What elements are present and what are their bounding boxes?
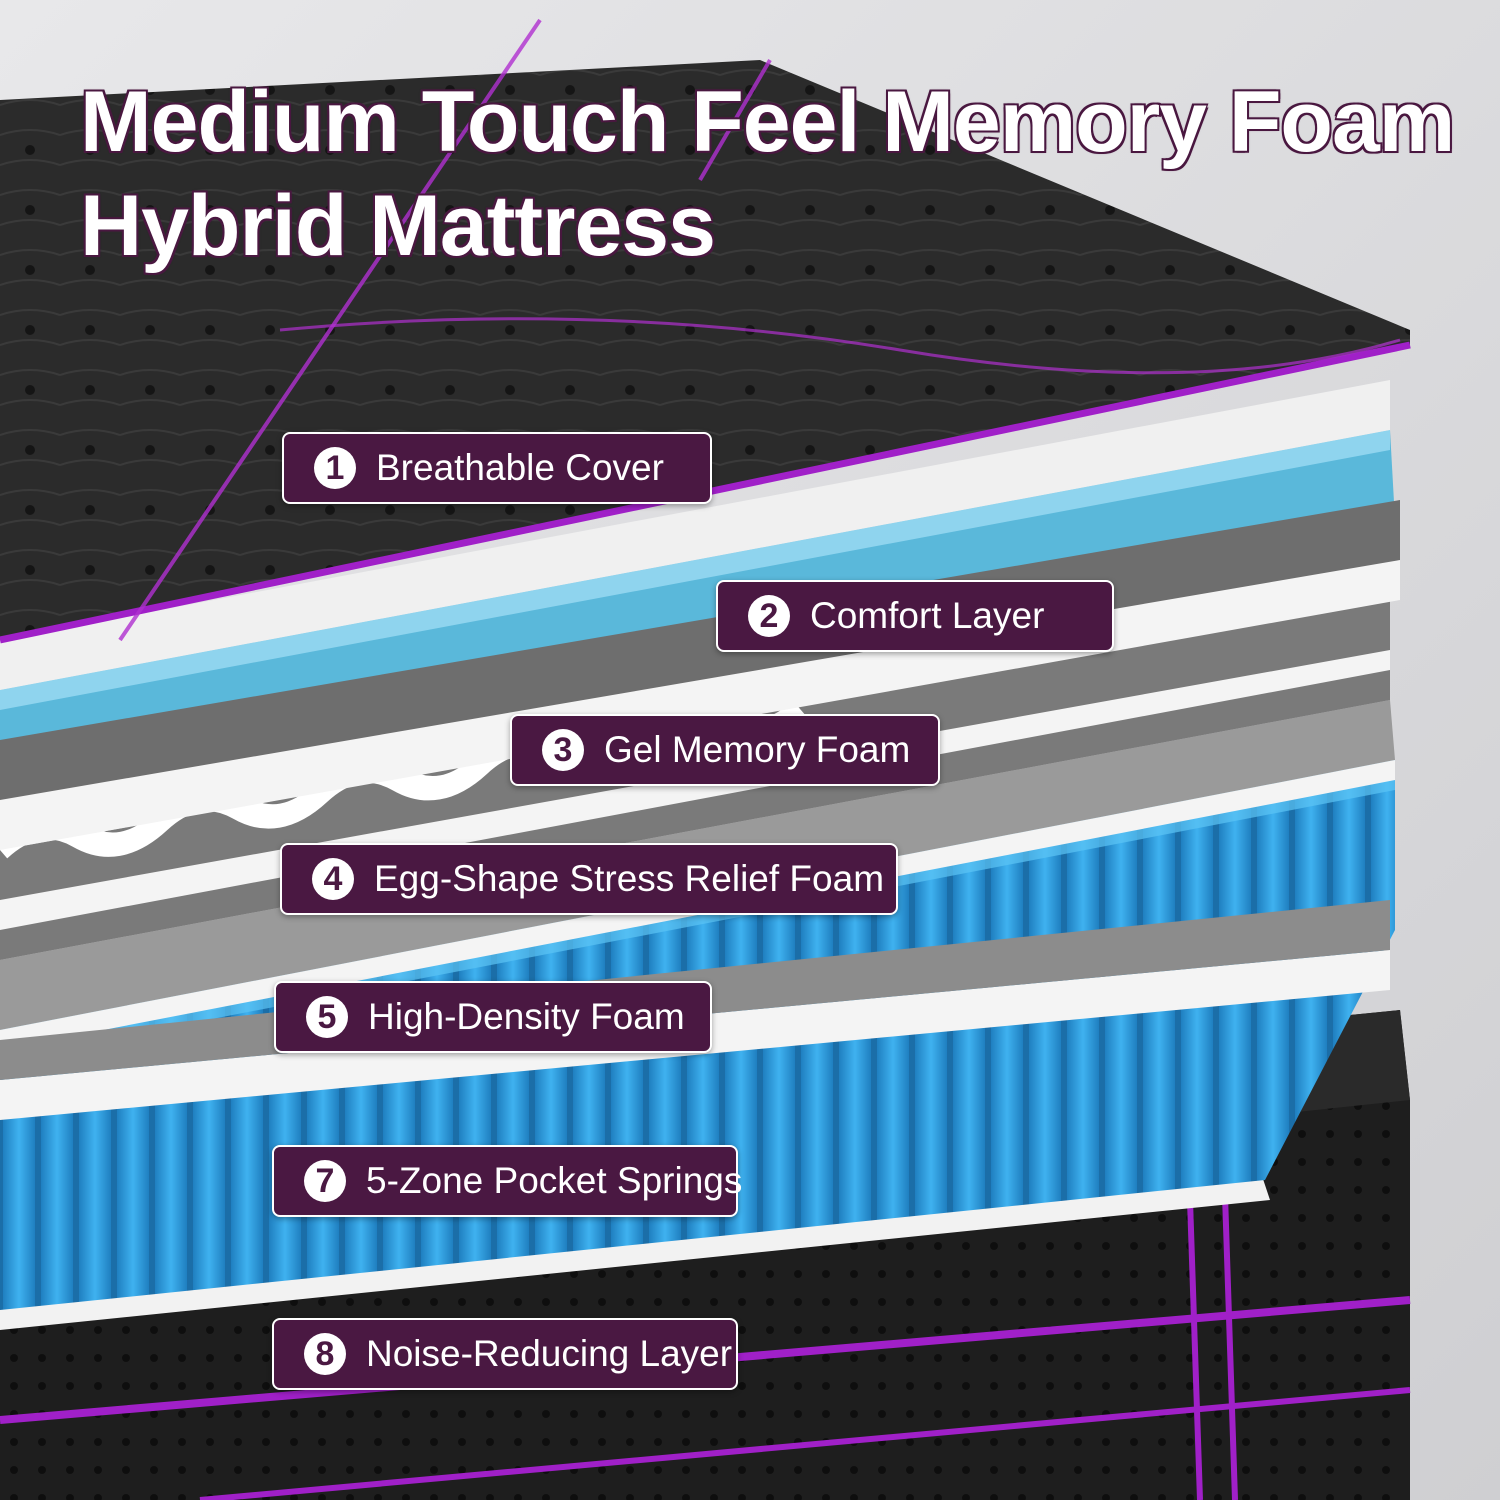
layer-label-pocket-springs: 7 5-Zone Pocket Springs xyxy=(272,1145,742,1217)
page-title: Medium Touch Feel Memory Foam Hybrid Mat… xyxy=(80,70,1455,278)
layer-label-text: 5-Zone Pocket Springs xyxy=(366,1160,743,1201)
title-line-2: Hybrid Mattress xyxy=(80,178,716,274)
layer-number-badge: 8 xyxy=(304,1333,346,1375)
layer-number-badge: 5 xyxy=(306,996,348,1038)
layer-label-egg-shape-foam: 4 Egg-Shape Stress Relief Foam xyxy=(280,843,898,915)
title-line-1: Medium Touch Feel Memory Foam xyxy=(80,74,1455,170)
layer-label-text: Noise-Reducing Layer xyxy=(366,1333,733,1374)
layer-label-text: Comfort Layer xyxy=(810,595,1045,636)
layer-label-text: Gel Memory Foam xyxy=(604,729,911,770)
layer-label-noise-reducing: 8 Noise-Reducing Layer xyxy=(272,1318,738,1390)
layer-label-text: Egg-Shape Stress Relief Foam xyxy=(374,858,885,899)
layer-label-text: Breathable Cover xyxy=(376,447,664,488)
layer-number-badge: 3 xyxy=(542,729,584,771)
layer-number-badge: 7 xyxy=(304,1160,346,1202)
layer-label-breathable-cover: 1 Breathable Cover xyxy=(282,432,712,504)
layer-number-badge: 1 xyxy=(314,447,356,489)
layer-number-badge: 2 xyxy=(748,595,790,637)
layer-label-comfort-layer: 2 Comfort Layer xyxy=(716,580,1114,652)
layer-number-badge: 4 xyxy=(312,858,354,900)
layer-label-gel-memory-foam: 3 Gel Memory Foam xyxy=(510,714,940,786)
layer-label-high-density-foam: 5 High-Density Foam xyxy=(274,981,712,1053)
layer-label-text: High-Density Foam xyxy=(368,996,685,1037)
